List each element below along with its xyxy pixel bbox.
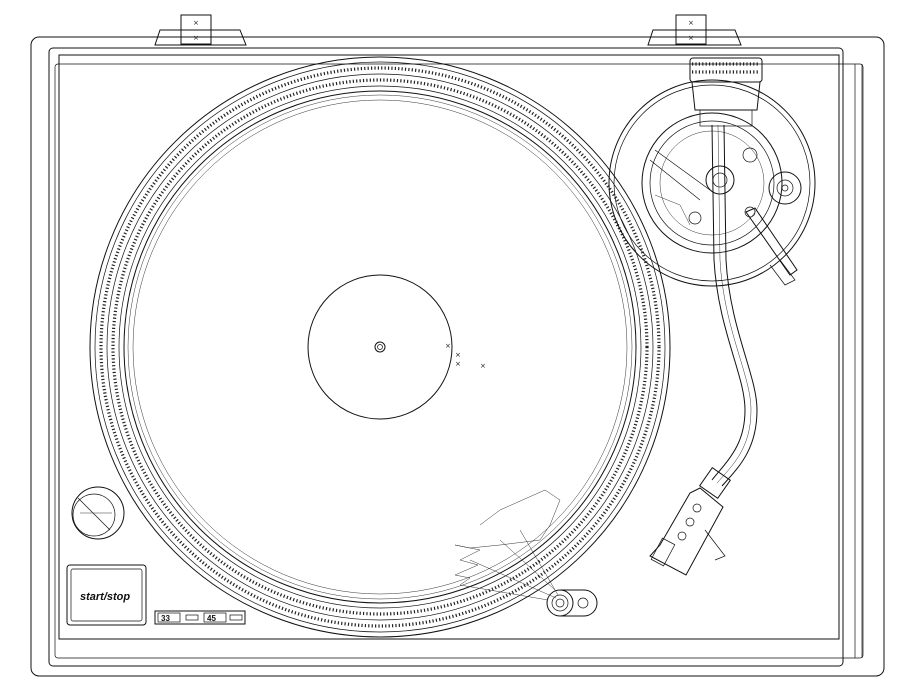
svg-text:×: × (455, 360, 461, 368)
platter-marks: × × × × (445, 342, 486, 370)
speed-33-button[interactable]: 33 (157, 612, 181, 623)
svg-text:×: × (688, 34, 694, 42)
speed-panel (154, 610, 246, 625)
hinge-left: × × (154, 14, 247, 46)
svg-text:×: × (480, 362, 486, 370)
light-beam (454, 489, 561, 601)
start-stop-button[interactable]: start/stop (66, 564, 147, 626)
hinge-right: × × (647, 14, 742, 46)
power-dial[interactable] (71, 486, 125, 540)
svg-text:×: × (688, 19, 694, 27)
tonearm-base (608, 79, 816, 287)
anti-skate-dial[interactable] (768, 171, 802, 205)
svg-text:×: × (455, 351, 461, 359)
svg-text:×: × (445, 342, 451, 350)
start-stop-label: start/stop (80, 591, 130, 603)
svg-text:×: × (193, 34, 199, 42)
counterweight[interactable] (689, 57, 763, 127)
spindle (374, 341, 386, 353)
tonearm[interactable] (698, 124, 758, 500)
record-label (307, 274, 453, 420)
speed-33-label: 33 (161, 614, 170, 623)
svg-text:×: × (193, 19, 199, 27)
speed-45-label: 45 (207, 614, 216, 623)
arm-lift-lever[interactable] (744, 206, 798, 276)
platter[interactable] (89, 56, 671, 638)
strobe-light-icon[interactable] (546, 589, 598, 617)
plinth-outline (30, 36, 885, 677)
arm-rest (769, 259, 796, 286)
headshell[interactable] (649, 487, 726, 576)
speed-45-button[interactable]: 45 (203, 612, 227, 623)
speed-indicators (185, 614, 243, 621)
